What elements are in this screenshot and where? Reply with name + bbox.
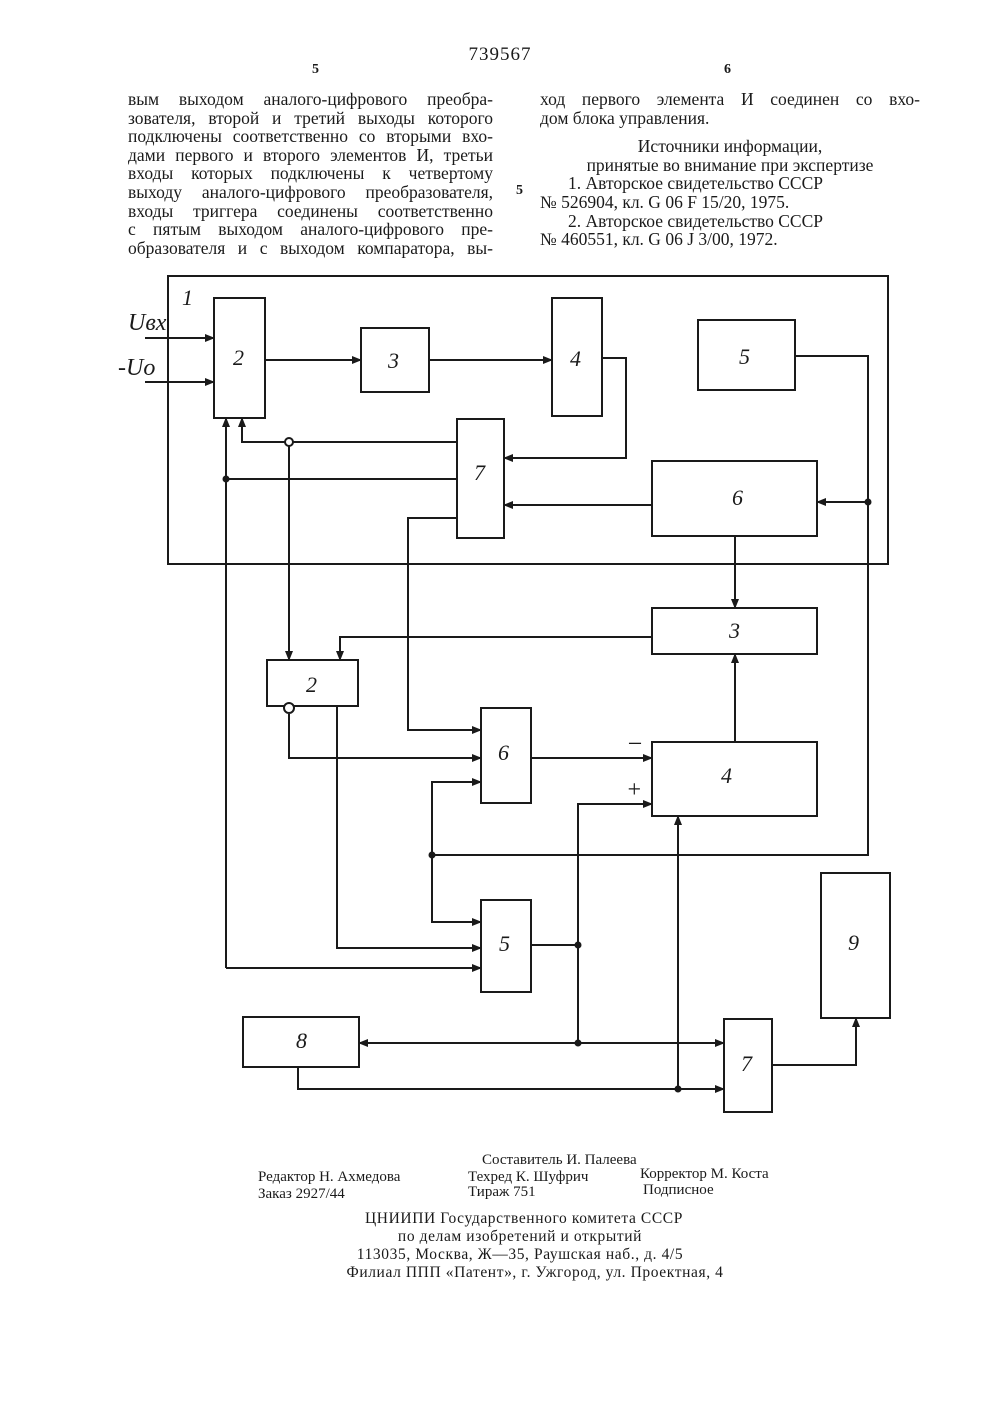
lower-block-3-label: 3 <box>728 618 740 643</box>
imprint-line: ЦНИИПИ Государственного комитета СССР <box>0 1210 1000 1228</box>
lower-block-9-label: 9 <box>848 930 859 955</box>
lower-block-6-label: 6 <box>498 740 509 765</box>
minus-sign: − <box>626 729 644 758</box>
inner-block-2-label: 2 <box>233 345 244 370</box>
circulation: Тираж 751 <box>468 1184 536 1201</box>
order: Заказ 2927/44 <box>258 1186 345 1203</box>
inner-block-3-label: 3 <box>387 348 399 373</box>
input-label-vx: Uвx <box>128 310 167 336</box>
inner-block-6-label: 6 <box>732 485 743 510</box>
publisher-imprint: ЦНИИПИ Государственного комитета СССР по… <box>0 1210 1000 1282</box>
compiler: Составитель И. Палеева <box>482 1152 637 1169</box>
lower-block-4-label: 4 <box>721 763 732 788</box>
outer-frame-label: 1 <box>182 285 193 310</box>
corrector: Корректор М. Коста <box>640 1166 769 1183</box>
imprint-line: 113035, Москва, Ж—35, Раушская наб., д. … <box>0 1246 1000 1264</box>
lower-block-5-label: 5 <box>499 931 510 956</box>
lower-block-7-label: 7 <box>741 1051 753 1076</box>
inner-block-7-label: 7 <box>474 460 486 485</box>
editor: Редактор Н. Ахмедова <box>258 1169 400 1186</box>
imprint-line: Филиал ППП «Патент», г. Ужгород, ул. Про… <box>0 1264 1000 1282</box>
inner-block-4-label: 4 <box>570 346 581 371</box>
inner-block-5-label: 5 <box>739 344 750 369</box>
imprint-line: по делам изобретений и открытий <box>0 1228 1000 1246</box>
subscription: Подписное <box>643 1182 714 1199</box>
lower-block-4 <box>652 742 817 816</box>
lower-block-2-label: 2 <box>306 672 317 697</box>
lower-block-8-label: 8 <box>296 1028 307 1053</box>
plus-sign: + <box>626 777 642 803</box>
input-label-v0: -Uo <box>118 355 155 381</box>
